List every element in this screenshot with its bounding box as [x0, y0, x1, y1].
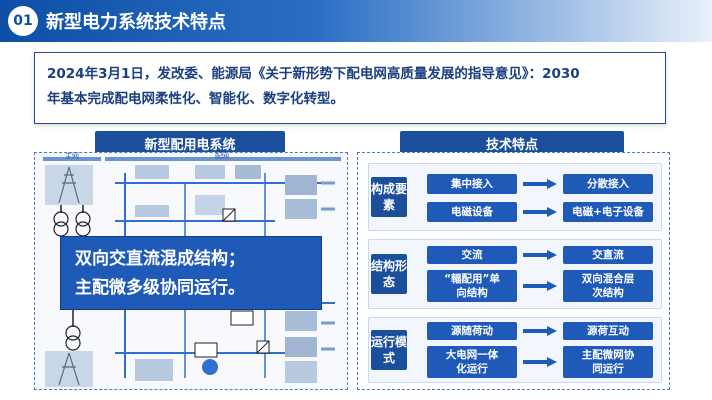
group-label-components: 构成要素: [371, 177, 407, 217]
summary-line-2: 年基本完成配电网柔性化、智能化、数字化转型。: [47, 91, 344, 107]
callout-line-2: 主配微多级协同运行。: [75, 278, 245, 298]
right-section-title: 技术特点: [400, 131, 624, 155]
feature-to-cell: 主配微网协同运行: [563, 346, 653, 378]
section-header: 01 新型电力系统技术特点: [0, 0, 712, 42]
feature-to-cell: 源荷互动: [563, 322, 653, 340]
arrow-right-icon: [523, 179, 557, 189]
feature-group-structure: 结构形态 交流 交直流 “輻配用”单向结构 双向混合层次结构: [368, 239, 662, 309]
arrow-right-icon: [523, 250, 557, 260]
group-label-operation: 运行模式: [371, 330, 407, 370]
features-panel: 构成要素 集中接入 分散接入 电磁设备 电磁+电子设备 结构形态 交流 交直流 …: [357, 152, 670, 390]
feature-from-cell: “輻配用”单向结构: [427, 270, 517, 302]
feature-from-cell: 源随荷动: [427, 322, 517, 340]
arrow-right-icon: [523, 207, 557, 217]
feature-to-cell: 交直流: [563, 246, 653, 264]
page-title: 新型电力系统技术特点: [46, 12, 226, 33]
arrow-right-icon: [523, 326, 557, 336]
arrow-right-icon: [523, 357, 557, 367]
feature-from-cell: 电磁设备: [427, 202, 517, 222]
structure-callout: 双向交直流混成结构； 主配微多级协同运行。: [60, 236, 322, 310]
feature-from-cell: 交流: [427, 246, 517, 264]
feature-to-cell: 双向混合层次结构: [563, 270, 653, 302]
summary-line-1: 2024年3月1日，发改委、能源局《关于新形势下配电网高质量发展的指导意见》：2…: [47, 66, 580, 82]
zone-label-main-grid: 主网: [65, 152, 79, 160]
left-section-title: 新型配用电系统: [95, 131, 285, 155]
feature-group-components: 构成要素 集中接入 分散接入 电磁设备 电磁+电子设备: [368, 163, 662, 231]
group-label-structure: 结构形态: [371, 254, 407, 294]
summary-box: 2024年3月1日，发改委、能源局《关于新形势下配电网高质量发展的指导意见》：2…: [34, 52, 666, 124]
arrow-right-icon: [523, 281, 557, 291]
callout-line-1: 双向交直流混成结构；: [75, 249, 245, 269]
feature-from-cell: 大电网一体化运行: [427, 346, 517, 378]
section-number-badge: 01: [8, 6, 38, 36]
feature-group-operation: 运行模式 源随荷动 源荷互动 大电网一体化运行 主配微网协同运行: [368, 317, 662, 383]
feature-to-cell: 电磁+电子设备: [563, 202, 653, 222]
zone-label-distribution: 配网: [215, 152, 229, 160]
feature-to-cell: 分散接入: [563, 174, 653, 194]
feature-from-cell: 集中接入: [427, 174, 517, 194]
